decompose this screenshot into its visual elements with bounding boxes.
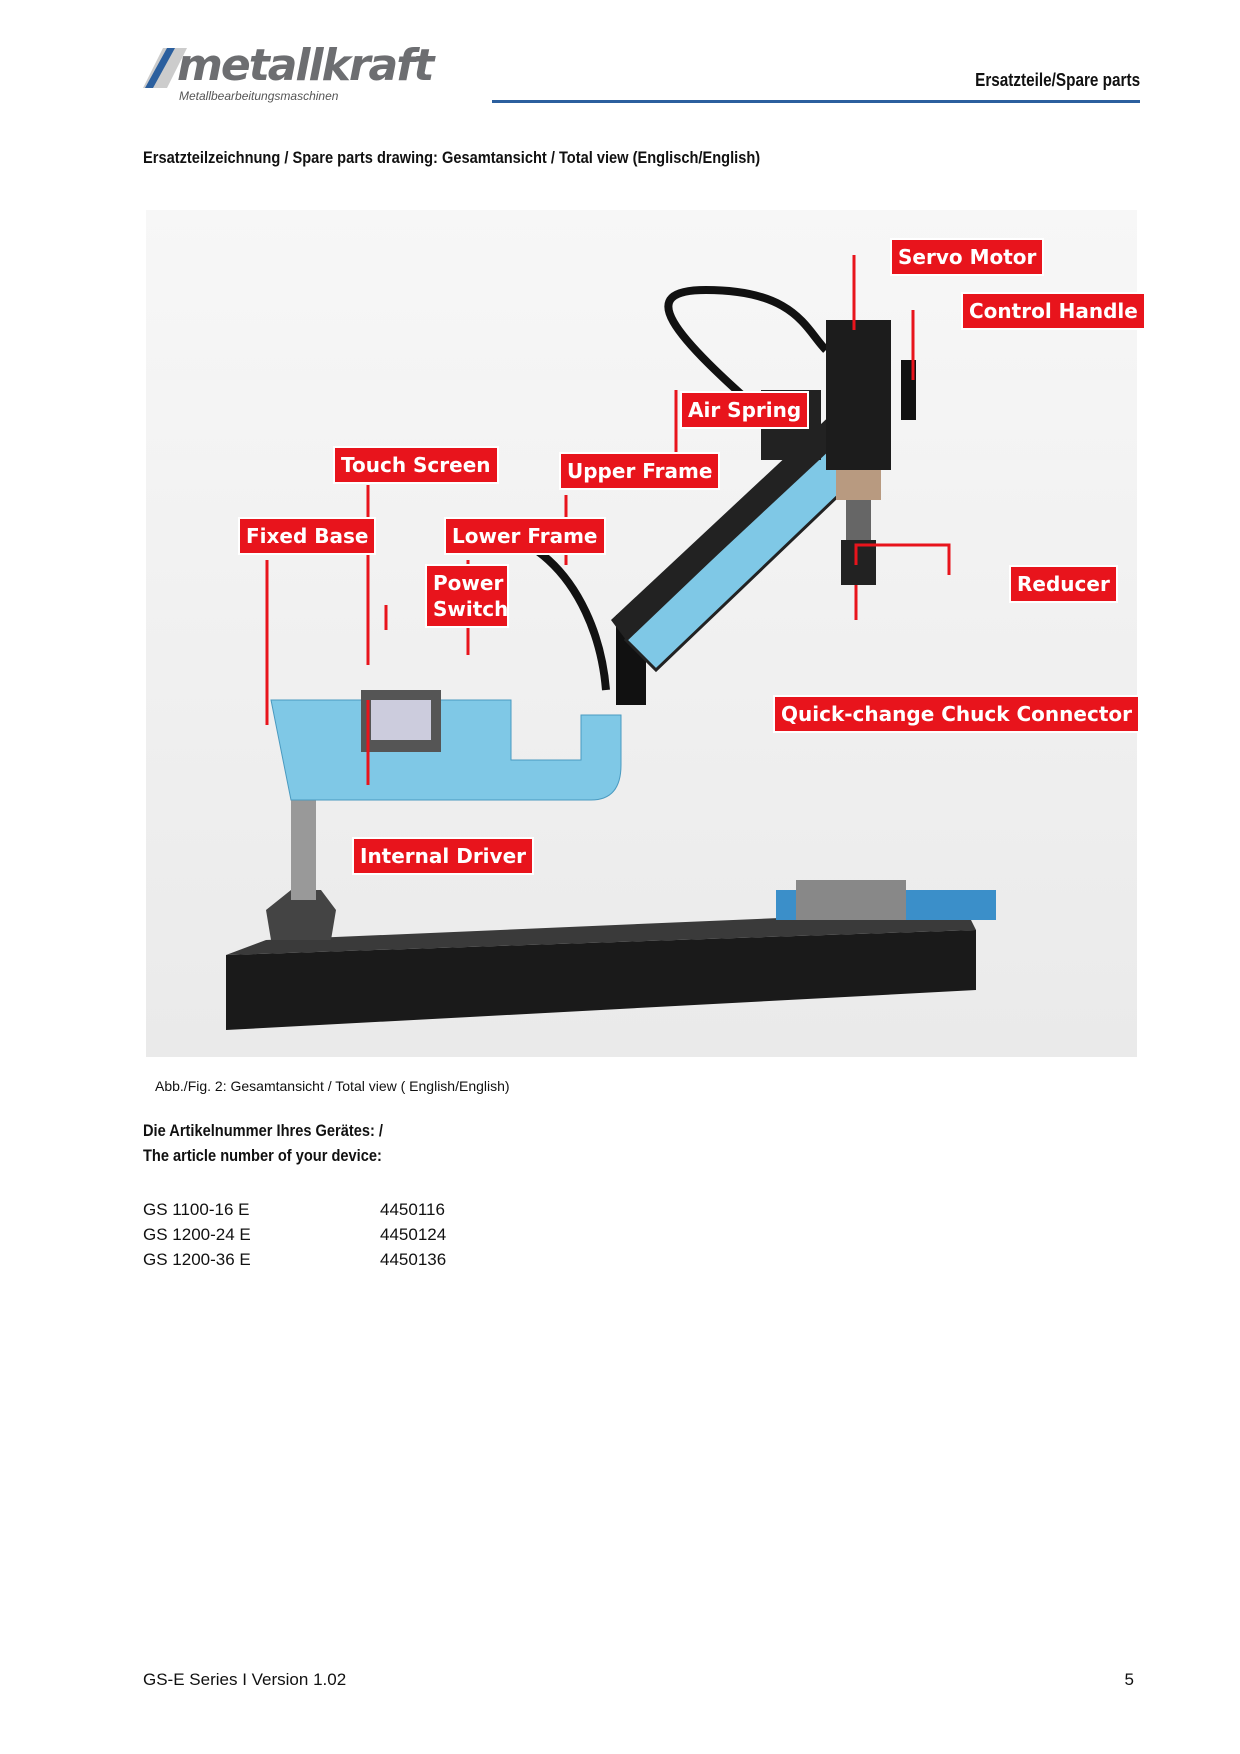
model: GS 1200-24 E (143, 1225, 251, 1244)
article-number: 4450116 (380, 1200, 445, 1219)
article-number: 4450124 (380, 1225, 447, 1244)
label-internal-driver: Internal Driver (352, 837, 535, 875)
footer-version: GS-E Series I Version 1.02 (143, 1670, 347, 1689)
logo-tagline: Metallbearbeitungsmaschinen (179, 89, 339, 103)
model: GS 1200-36 E (143, 1250, 251, 1269)
section-title: Ersatzteile/Spare parts (975, 70, 1140, 90)
label-servo-motor: Servo Motor (890, 238, 1045, 276)
figure-caption: Abb./Fig. 2: Gesamtansicht / Total view … (155, 1078, 510, 1094)
logo-mark-icon (143, 48, 187, 88)
label-control-handle: Control Handle (961, 292, 1146, 330)
label-chuck-connector: Quick-change Chuck Connector (773, 695, 1140, 733)
label-touch-screen: Touch Screen (333, 446, 499, 484)
page-number: 5 (1124, 1670, 1134, 1689)
label-upper-frame: Upper Frame (559, 452, 721, 490)
article-heading-en: The article number of your device: (143, 1146, 382, 1165)
label-power-switch: Power Switch (425, 564, 509, 628)
label-reducer: Reducer (1009, 565, 1118, 603)
article-row: GS 1100-16 E 4450116 (143, 1197, 446, 1222)
tapping-machine-illustration (226, 255, 996, 1030)
article-heading-de: Die Artikelnummer Ihres Gerätes: / (143, 1121, 383, 1140)
label-fixed-base: Fixed Base (238, 517, 377, 555)
label-lower-frame: Lower Frame (444, 517, 606, 555)
logo-text: metallkraft (177, 40, 434, 91)
article-number: 4450136 (380, 1250, 447, 1269)
header-rule (492, 100, 1140, 103)
label-air-spring: Air Spring (680, 391, 810, 429)
logo: metallkraft Metallbearbeitungsmaschinen (143, 40, 473, 104)
article-row: GS 1200-36 E 4450136 (143, 1247, 446, 1272)
article-row: GS 1200-24 E 4450124 (143, 1222, 446, 1247)
page-title: Ersatzteilzeichnung / Spare parts drawin… (143, 148, 761, 167)
machine-figure: Servo Motor Control Handle Air Spring To… (146, 210, 1146, 1057)
model: GS 1100-16 E (143, 1200, 250, 1219)
